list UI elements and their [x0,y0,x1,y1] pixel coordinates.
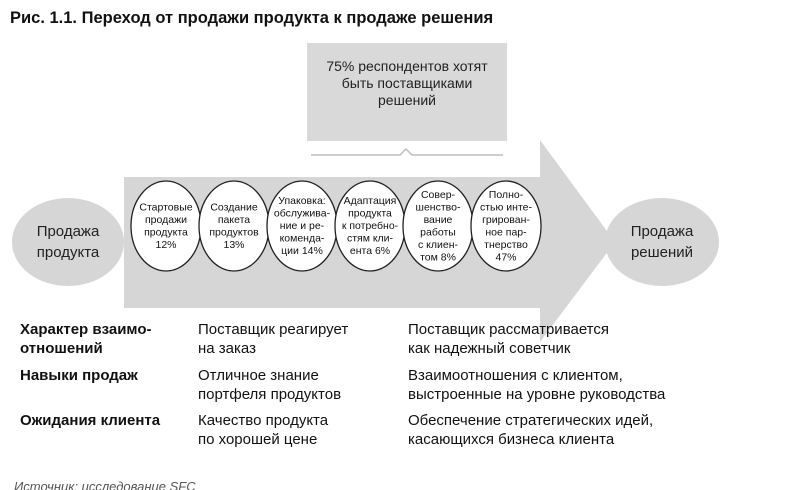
row-solution-side: как надежный советчик [408,340,571,357]
comparison-row: Характер взаимо-отношений Поставщик реаги… [20,321,609,357]
row-product-side: Качество продукта [198,412,329,429]
start-node-text-line: Продажа [37,223,100,240]
stage-text-line: стью инте- [480,201,533,213]
callout-box [307,43,507,141]
row-product-side: Отличное знание [198,367,319,384]
callout-text-line: решений [378,92,436,108]
comparison-row: Навыки продаж Отличное знание портфеля про… [20,367,666,403]
row-label: Ожидания клиента [20,412,161,429]
stage-text-line: ное пар- [485,226,527,238]
stage-text-line: с клиен- [418,239,459,251]
start-node-product-sales [12,198,124,286]
stage-text-line: ции 14% [281,245,323,257]
stage-text-line: Совер- [421,189,456,201]
figure-title: Рис. 1.1. Переход от продажи продукта к … [10,9,493,27]
comparison-row: Ожидания клиента Качество продукта по хоро… [20,412,653,448]
callout-text-line: 75% респондентов хотят [326,58,488,74]
row-product-side: Поставщик реагирует [198,321,348,338]
stage-text-line: шенство- [416,201,461,213]
stage-text-line: продуктов [209,226,259,238]
stage-text-line: Полно- [489,189,524,201]
stage-text-line: ние и ре- [280,220,325,232]
callout-bracket [311,147,503,156]
stage-text-line: вание [424,214,453,226]
row-product-side: на заказ [198,340,256,357]
row-label: Навыки продаж [20,367,138,384]
stage-text-line: продажи [145,214,187,226]
row-product-side: по хорошей цене [198,431,317,448]
source-note: Источник: исследование SFC [14,479,196,490]
comparison-rows: Характер взаимо-отношений Поставщик реаги… [20,321,666,448]
row-label: Характер взаимо- [20,321,151,338]
stage-text-line: ента 6% [350,245,390,257]
stage-text-line: Стартовые [139,201,192,213]
stage-text-line: грирован- [482,214,530,226]
row-solution-side: касающихся бизнеса клиента [408,431,615,448]
stage-text-line: Создание [210,201,258,213]
row-product-side: портфеля продуктов [198,386,341,403]
row-label: отношений [20,340,103,357]
end-node-text-line: решений [631,244,693,261]
stage-text-line: Адаптация [344,195,397,207]
end-node-text-line: Продажа [631,223,694,240]
start-node-label: Продажа продукта [37,223,100,261]
stage-text-line: 12% [155,239,176,251]
stage-text-line: продукта [348,208,392,220]
stage-circle-shape [470,180,542,272]
stage-text-line: продукта [144,226,188,238]
stage-text-line: 47% [495,251,516,263]
stage-sequence: Стартовыепродажипродукта12%Созданиепакет… [130,180,542,272]
start-node-text-line: продукта [37,244,100,261]
stage-text-line: 13% [223,239,244,251]
stage-text-line: стям кли- [347,233,394,245]
stage-text-line: тнерство [484,239,528,251]
stage-text-line: обслужива- [274,208,331,220]
end-node-label: Продажа решений [631,223,694,261]
row-solution-side: Взаимоотношения с клиентом, [408,367,623,384]
stage-text-line: Упаковка: [278,195,325,207]
stage-text-line: том 8% [420,251,456,263]
row-solution-side: Обеспечение стратегических идей, [408,412,653,429]
stage-text-line: пакета [218,214,250,226]
callout-text-line: быть поставщиками [342,75,473,91]
stage-text-line: к потребно- [342,220,399,232]
stage-text-line: работы [420,226,456,238]
row-solution-side: выстроенные на уровне руководства [408,386,666,403]
stage-circle: Полно-стью инте-грирован-ное пар-тнерств… [470,180,542,272]
stage-text-line: коменда- [280,233,325,245]
row-solution-side: Поставщик рассматривается [408,321,609,338]
stage-circle: Упаковка:обслужива-ние и ре-коменда-ции … [266,180,338,272]
end-node-solution-sales [605,198,719,286]
